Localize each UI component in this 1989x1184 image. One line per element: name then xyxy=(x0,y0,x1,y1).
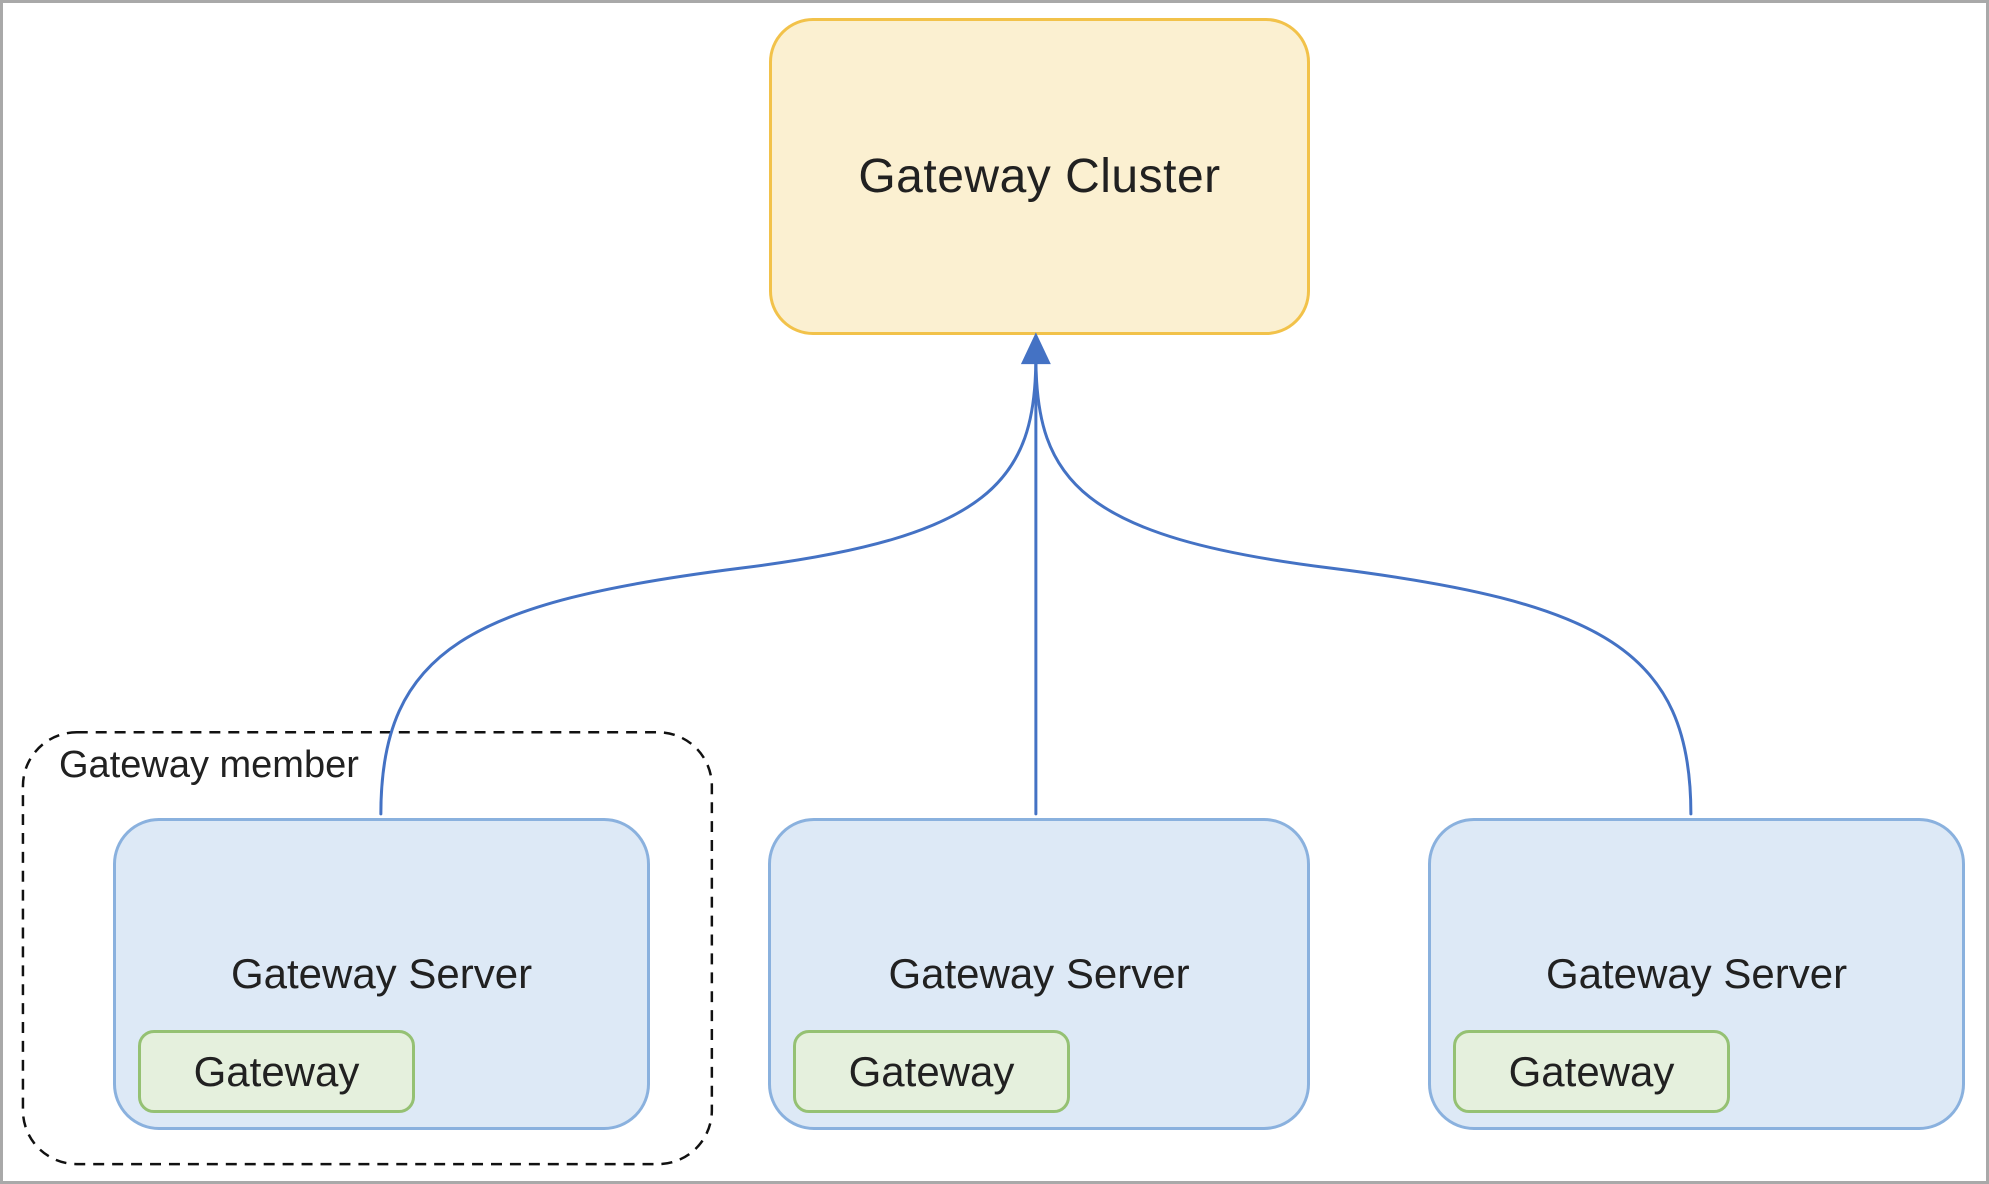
gateway-box: Gateway xyxy=(1453,1030,1730,1113)
gateway-server-label: Gateway Server xyxy=(1545,950,1848,997)
gateway-member-label: Gateway member xyxy=(59,744,359,786)
connector-left-server-to-cluster xyxy=(379,355,1038,816)
gateway-cluster-box: Gateway Cluster xyxy=(769,18,1310,335)
gateway-server-box-left: Gateway Server Gateway xyxy=(113,818,650,1130)
gateway-cluster-label: Gateway Cluster xyxy=(858,150,1221,203)
gateway-server-label: Gateway Server xyxy=(888,950,1190,997)
gateway-box: Gateway xyxy=(138,1030,415,1113)
gateway-label: Gateway xyxy=(193,1047,360,1095)
gateway-label: Gateway xyxy=(1508,1047,1675,1095)
gateway-server-box-middle: Gateway Server Gateway xyxy=(768,818,1310,1130)
gateway-label: Gateway xyxy=(848,1047,1015,1095)
connector-right-server-to-cluster xyxy=(1034,355,1693,816)
gateway-box: Gateway xyxy=(793,1030,1070,1113)
arrow-up-head-icon xyxy=(1020,332,1051,365)
gateway-server-label: Gateway Server xyxy=(230,950,533,997)
gateway-server-box-right: Gateway Server Gateway xyxy=(1428,818,1965,1130)
